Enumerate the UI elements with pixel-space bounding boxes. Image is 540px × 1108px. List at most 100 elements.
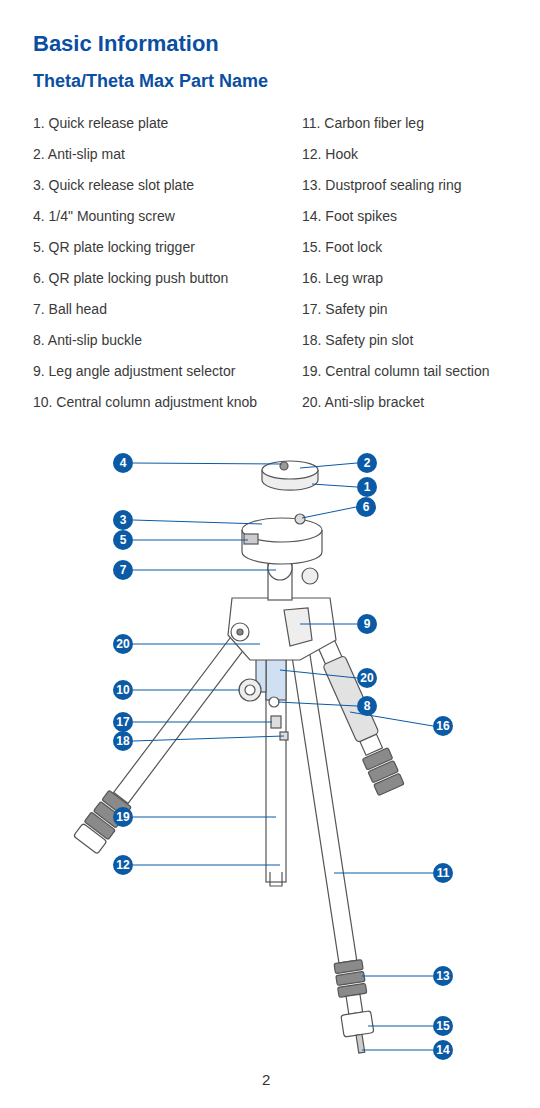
adjustment-knob (239, 679, 261, 701)
callout-number: 19 (113, 807, 133, 827)
leg-tube (291, 649, 356, 963)
callout-number: 20 (113, 634, 133, 654)
callout-text: 18 (116, 734, 129, 748)
leader-line (362, 1050, 433, 1051)
part-name: 6. QR plate locking push button (33, 270, 228, 286)
callout-number: 7 (113, 560, 133, 580)
leader-line (133, 722, 272, 723)
callout-text: 6 (363, 500, 370, 514)
callout-number: 3 (113, 510, 133, 530)
part-name: 14. Foot spikes (302, 208, 397, 224)
tripod-drawing (73, 461, 404, 1055)
leader-line (133, 570, 276, 571)
leader-line (280, 670, 357, 678)
qr-locking-trigger (244, 534, 258, 544)
hook (270, 872, 282, 886)
leg-hinge (231, 623, 249, 641)
leader-line (300, 624, 357, 625)
foot-lock (341, 1011, 374, 1037)
leader-line (368, 1026, 433, 1027)
leader-line (133, 644, 260, 645)
callout-text: 10 (116, 683, 129, 697)
callout-number: 9 (357, 614, 377, 634)
callout-number: 6 (356, 497, 376, 517)
callout-text: 2 (364, 456, 371, 470)
foot-lock (73, 823, 107, 854)
callout-text: 19 (116, 810, 129, 824)
part-name: 8. Anti-slip buckle (33, 332, 142, 348)
page-number: 2 (262, 1071, 270, 1088)
part-name: 3. Quick release slot plate (33, 177, 194, 193)
leader-line (133, 540, 248, 541)
part-name: 15. Foot lock (302, 239, 382, 255)
part-name: 20. Anti-slip bracket (302, 394, 424, 410)
leg-wrap (323, 655, 379, 742)
callout-number: 5 (113, 530, 133, 550)
knob-center (245, 685, 255, 695)
callout-text: 5 (120, 533, 127, 547)
callout-text: 13 (436, 969, 449, 983)
subtitle: Theta/Theta Max Part Name (33, 71, 268, 92)
qr-push-button (295, 514, 305, 524)
left-leg (73, 617, 262, 854)
callout-text: 20 (360, 671, 373, 685)
leader-lines (133, 463, 433, 1050)
callout-text: 15 (436, 1019, 449, 1033)
part-name: 12. Hook (302, 146, 358, 162)
leader-line (133, 865, 280, 866)
leg-hub (228, 598, 336, 660)
callout-number: 13 (433, 966, 453, 986)
callout-text: 1 (364, 480, 371, 494)
callout-number: 1 (357, 477, 377, 497)
callout-text: 14 (436, 1043, 449, 1057)
part-name: 4. 1/4" Mounting screw (33, 208, 175, 224)
leader-line (302, 507, 356, 518)
callout-text: 20 (116, 637, 129, 651)
part-name: 1. Quick release plate (33, 115, 168, 131)
ball-head-knob (302, 568, 318, 584)
callout-text: 11 (437, 866, 450, 880)
leg-angle-selector (284, 608, 312, 646)
callout-number: 18 (113, 731, 133, 751)
safety-pin (271, 716, 281, 728)
part-name: 11. Carbon fiber leg (302, 115, 424, 131)
callout-number: 12 (113, 855, 133, 875)
callout-number: 15 (433, 1016, 453, 1036)
leg-tube (315, 634, 382, 756)
callout-text: 4 (120, 456, 127, 470)
front-leg (285, 648, 376, 1055)
callout-number: 10 (113, 680, 133, 700)
leader-line (278, 702, 357, 706)
part-name: 7. Ball head (33, 301, 107, 317)
part-name: 10. Central column adjustment knob (33, 394, 257, 410)
anti-slip-buckle (269, 697, 279, 707)
callout-text: 8 (364, 699, 371, 713)
leader-line (133, 736, 284, 741)
leader-line (334, 873, 433, 874)
leg-lock (374, 773, 404, 795)
leader-line (133, 690, 240, 691)
mounting-screw (280, 462, 288, 470)
callout-number: 14 (433, 1040, 453, 1060)
part-name: 2. Anti-slip mat (33, 146, 125, 162)
callout-number: 11 (433, 863, 453, 883)
leg-tube (114, 621, 258, 804)
callout-text: 3 (120, 513, 127, 527)
callout-number: 2 (357, 453, 377, 473)
callout-text: 12 (116, 858, 129, 872)
leader-line (133, 463, 282, 464)
callout-text: 16 (436, 719, 449, 733)
leader-line (300, 463, 357, 468)
part-name: 9. Leg angle adjustment selector (33, 363, 235, 379)
leader-line (133, 817, 276, 818)
part-name: 18. Safety pin slot (302, 332, 413, 348)
callout-number: 16 (433, 716, 453, 736)
page-title: Basic Information (33, 31, 219, 57)
callout-text: 7 (120, 563, 127, 577)
callout-number: 8 (357, 696, 377, 716)
part-name: 19. Central column tail section (302, 363, 490, 379)
hinge-screw (237, 629, 243, 635)
part-name: 5. QR plate locking trigger (33, 239, 195, 255)
